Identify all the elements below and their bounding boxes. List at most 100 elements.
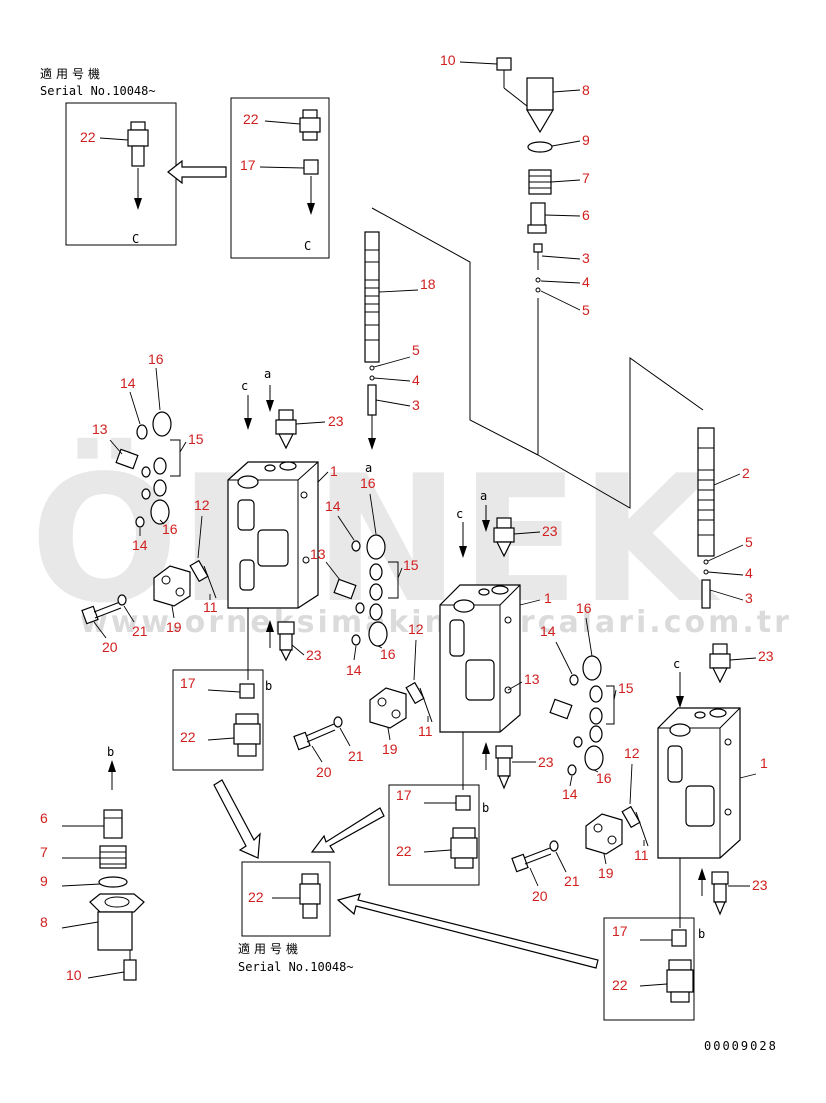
label-22-box-left: 22 [80, 129, 96, 145]
label-17-box-right-lower: 17 [612, 923, 628, 939]
label-23-right-bottom: 23 [752, 877, 768, 893]
label-23-left-top: 23 [328, 413, 344, 429]
serial-note-bottom: 適用号機 Serial No.10048~ [238, 941, 354, 974]
label-14-left-bottom: 14 [132, 537, 148, 553]
label-3-top: 3 [582, 250, 590, 266]
flow-letter-c-left: c [241, 379, 248, 393]
label-16-center-top: 16 [360, 475, 376, 491]
label-3-spool18: 3 [412, 397, 420, 413]
label-5-top: 5 [582, 302, 590, 318]
connector-lines [371, 207, 704, 509]
label-20-left: 20 [102, 639, 118, 655]
label-9-bottom: 9 [40, 873, 48, 889]
label-20-center: 20 [316, 764, 332, 780]
spool-18: a 18 5 4 3 [364, 231, 436, 475]
label-19-left: 19 [166, 619, 182, 635]
flow-letter-C-left: C [132, 232, 139, 246]
top-cap-stack: 10 8 9 7 6 3 4 5 [440, 52, 590, 455]
label-8-bottom: 8 [40, 914, 48, 930]
label-2: 2 [742, 465, 750, 481]
label-19-center: 19 [382, 741, 398, 757]
label-1-right: 1 [760, 755, 768, 771]
flow-letter-b-center: b [482, 801, 489, 815]
label-22-box-right: 22 [243, 111, 259, 127]
valve-block-center: 1 13 23 23 c a b [439, 489, 558, 815]
detail-box-bottom-center: 22 [241, 861, 331, 937]
detail-box-left-lower: 17 22 [172, 669, 264, 771]
serial-note-serial: Serial No.10048~ [40, 84, 156, 98]
label-3-spool2: 3 [745, 590, 753, 606]
label-21-left: 21 [132, 623, 148, 639]
label-15-left: 15 [188, 431, 204, 447]
label-1-center: 1 [544, 590, 552, 606]
flow-letter-a-center: a [480, 489, 487, 503]
label-17-box-center: 17 [396, 787, 412, 803]
serial-note-top: 適用号機 Serial No.10048~ [40, 66, 156, 98]
detail-box-right: C 22 17 [230, 97, 330, 259]
label-6-bottom: 6 [40, 810, 48, 826]
label-23-left-bottom: 23 [306, 647, 322, 663]
center-block-seals: 16 14 13 15 16 14 12 11 19 20 21 [293, 475, 433, 780]
flow-letter-c-right: c [673, 657, 680, 671]
bottom-cap-stack: b 6 7 9 8 10 [40, 745, 145, 983]
label-7-bottom: 7 [40, 844, 48, 860]
label-22-box-center: 22 [396, 843, 412, 859]
label-5-spool18: 5 [412, 342, 420, 358]
watermark-url: www.orneksimakinaparcalari.com.tr [80, 605, 792, 640]
label-14-left-top: 14 [120, 375, 136, 391]
label-4-spool18: 4 [412, 372, 420, 388]
detail-box-center-lower: 17 22 [388, 784, 480, 886]
label-14-right-bottom: 14 [562, 786, 578, 802]
label-4-top: 4 [582, 274, 590, 290]
serial-note-bottom-serial: Serial No.10048~ [238, 960, 354, 974]
label-18: 18 [420, 276, 436, 292]
hollow-arrow-left [167, 159, 227, 185]
left-block-seals: 16 14 13 15 16 14 12 11 19 20 21 [81, 351, 218, 655]
flow-letter-b-left: b [265, 679, 272, 693]
label-12-left: 12 [194, 497, 210, 513]
label-11-left: 11 [203, 599, 218, 615]
label-20-right: 20 [532, 888, 548, 904]
label-9-top: 9 [582, 132, 590, 148]
spool-2: 2 5 4 3 [697, 427, 753, 609]
label-23-right-top: 23 [758, 648, 774, 664]
label-11-center: 11 [418, 723, 433, 739]
label-23-center-bottom: 23 [538, 754, 554, 770]
label-11-right: 11 [634, 847, 649, 863]
label-21-center: 21 [348, 748, 364, 764]
label-6-top: 6 [582, 207, 590, 223]
serial-note-bottom-japanese: 適用号機 [238, 941, 302, 956]
label-10-bottom: 10 [66, 967, 82, 983]
label-4-spool2: 4 [745, 565, 753, 581]
label-19-right: 19 [598, 865, 614, 881]
label-12-right: 12 [624, 745, 640, 761]
label-17-box-right: 17 [240, 157, 256, 173]
flow-letter-b-bottom: b [107, 745, 114, 759]
label-22-box-bottom-center: 22 [248, 889, 264, 905]
label-16-right-bottom: 16 [596, 770, 612, 786]
label-22-box-lower-left: 22 [180, 729, 196, 745]
label-1-left: 1 [330, 463, 338, 479]
label-16-left-bottom: 16 [162, 521, 178, 537]
label-16-left-top: 16 [148, 351, 164, 367]
label-13-center: 13 [524, 671, 540, 687]
drawing-code: 00009028 [704, 1039, 778, 1053]
label-13-center-left: 13 [310, 546, 326, 562]
label-23-center-top: 23 [542, 523, 558, 539]
detail-box-left: C 22 [65, 102, 177, 246]
label-14-center-bottom: 14 [346, 662, 362, 678]
flow-letter-c-center: c [456, 507, 463, 521]
valve-block-right: 1 23 23 c b [657, 643, 774, 941]
serial-note-japanese: 適用号機 [40, 66, 104, 81]
label-15-right: 15 [618, 680, 634, 696]
valve-block-left: 1 23 23 c a b [227, 367, 344, 693]
label-16-center-bottom: 16 [380, 646, 396, 662]
label-16-right-top: 16 [576, 600, 592, 616]
right-block-seals: 16 14 15 16 14 12 11 19 20 21 [511, 600, 649, 904]
label-8-top: 8 [582, 82, 590, 98]
label-5-spool2: 5 [745, 534, 753, 550]
label-7-top: 7 [582, 170, 590, 186]
hollow-arrows-to-center-box [213, 779, 599, 969]
label-15-center: 15 [403, 557, 419, 573]
